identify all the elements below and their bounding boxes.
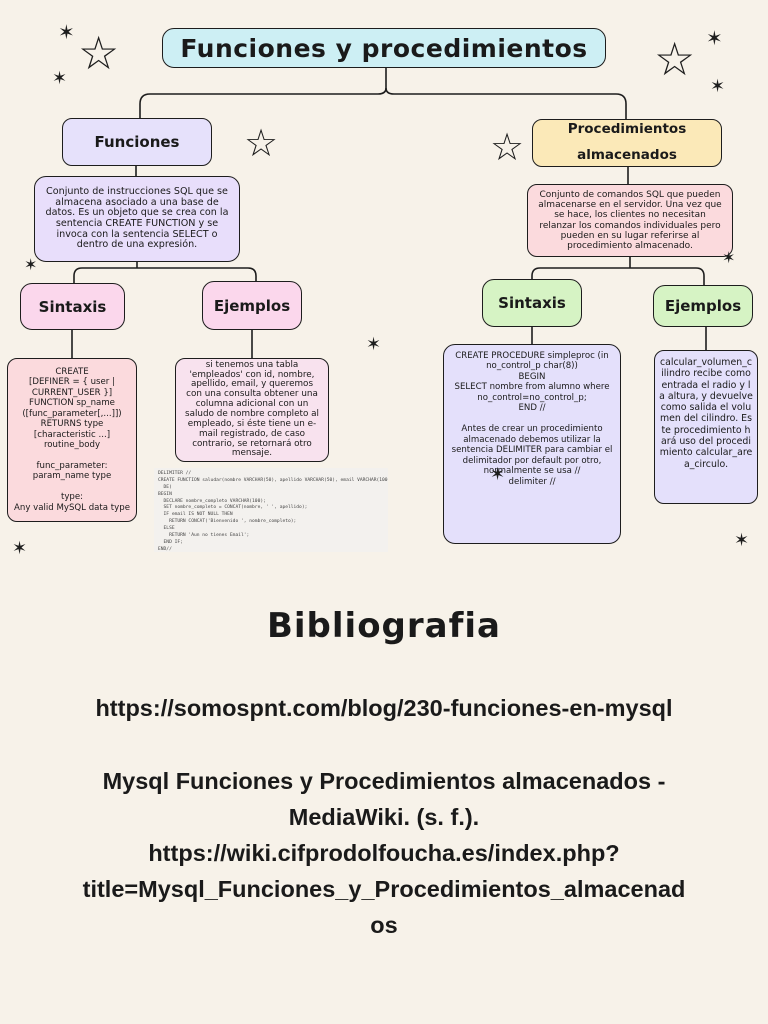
reference-2-line-1: Mysql Funciones y Procedimientos almacen… [102, 768, 666, 794]
star-icon: ✶ [52, 68, 68, 89]
procedimientos-sintaxis-label-box: Sintaxis [482, 279, 582, 327]
funciones-description-box: Conjunto de instrucciones SQL que se alm… [34, 176, 240, 262]
procedimientos-ejemplos-box: calcular_volumen_cilindro recibe como en… [654, 350, 758, 504]
funciones-ejemplos-box: si tenemos una tabla 'empleados' con id,… [175, 358, 329, 462]
star-icon: ✶ [24, 255, 38, 274]
funciones-ejemplos-label: Ejemplos [213, 296, 291, 315]
procedimientos-sintaxis-box: CREATE PROCEDURE simpleproc (in no_contr… [443, 344, 621, 544]
funciones-sintaxis-text: CREATE [DEFINER = { user | CURRENT_USER … [14, 366, 130, 513]
procedimientos-description-box: Conjunto de comandos SQL que pueden alma… [527, 184, 733, 257]
procedimientos-ejemplos-label-box: Ejemplos [653, 285, 753, 327]
star-icon: ✶ [58, 20, 75, 44]
procedimientos-ejemplos-text: calcular_volumen_cilindro recibe como en… [659, 357, 753, 470]
star-icon: ✶ [722, 248, 736, 267]
funciones-heading-box: Funciones [62, 118, 212, 166]
bibliografia-heading: Bibliografia [266, 606, 501, 646]
code-snippet-image: DELIMITER // CREATE FUNCTION saludar(nom… [154, 468, 388, 552]
star-icon: ✶ [710, 76, 726, 97]
reference-link-1[interactable]: https://somospnt.com/blog/230-funciones-… [95, 695, 673, 721]
star-icon: ☆ [244, 121, 279, 165]
procedimientos-heading: Procedimientos almacenados [567, 121, 687, 163]
star-icon: ✶ [490, 464, 506, 485]
star-icon: ✶ [12, 538, 28, 559]
reference-2-link-line-4[interactable]: title=Mysql_Funciones_y_Procedimientos_a… [82, 876, 686, 902]
reference-2-link-line-5[interactable]: os [370, 912, 398, 938]
funciones-ejemplos-label-box: Ejemplos [202, 281, 302, 330]
star-icon: ☆ [78, 26, 120, 80]
funciones-sintaxis-box: CREATE [DEFINER = { user | CURRENT_USER … [7, 358, 137, 522]
procedimientos-sintaxis-label: Sintaxis [498, 294, 566, 312]
star-icon: ☆ [654, 32, 696, 86]
procedimientos-description: Conjunto de comandos SQL que pueden alma… [538, 190, 722, 251]
procedimientos-ejemplos-label: Ejemplos [664, 297, 742, 315]
funciones-heading: Funciones [94, 133, 180, 151]
funciones-description: Conjunto de instrucciones SQL que se alm… [45, 185, 229, 251]
procedimientos-heading-box: Procedimientos almacenados [532, 119, 722, 167]
reference-2-link-line-3[interactable]: https://wiki.cifprodolfoucha.es/index.ph… [148, 840, 620, 866]
funciones-sintaxis-label-box: Sintaxis [20, 283, 125, 330]
star-icon: ✶ [734, 530, 750, 551]
funciones-sintaxis-label: Sintaxis [38, 297, 107, 316]
funciones-ejemplos-text: si tenemos una tabla 'empleados' con id,… [185, 359, 319, 459]
reference-2-line-2: MediaWiki. (s. f.). [288, 804, 480, 830]
star-icon: ✶ [366, 334, 382, 355]
diagram-title: Funciones y procedimientos [180, 33, 588, 63]
procedimientos-sintaxis-text: CREATE PROCEDURE simpleproc (in no_contr… [451, 351, 613, 487]
star-icon: ☆ [490, 125, 525, 169]
star-icon: ✶ [706, 26, 723, 50]
diagram-title-box: Funciones y procedimientos [162, 28, 606, 68]
